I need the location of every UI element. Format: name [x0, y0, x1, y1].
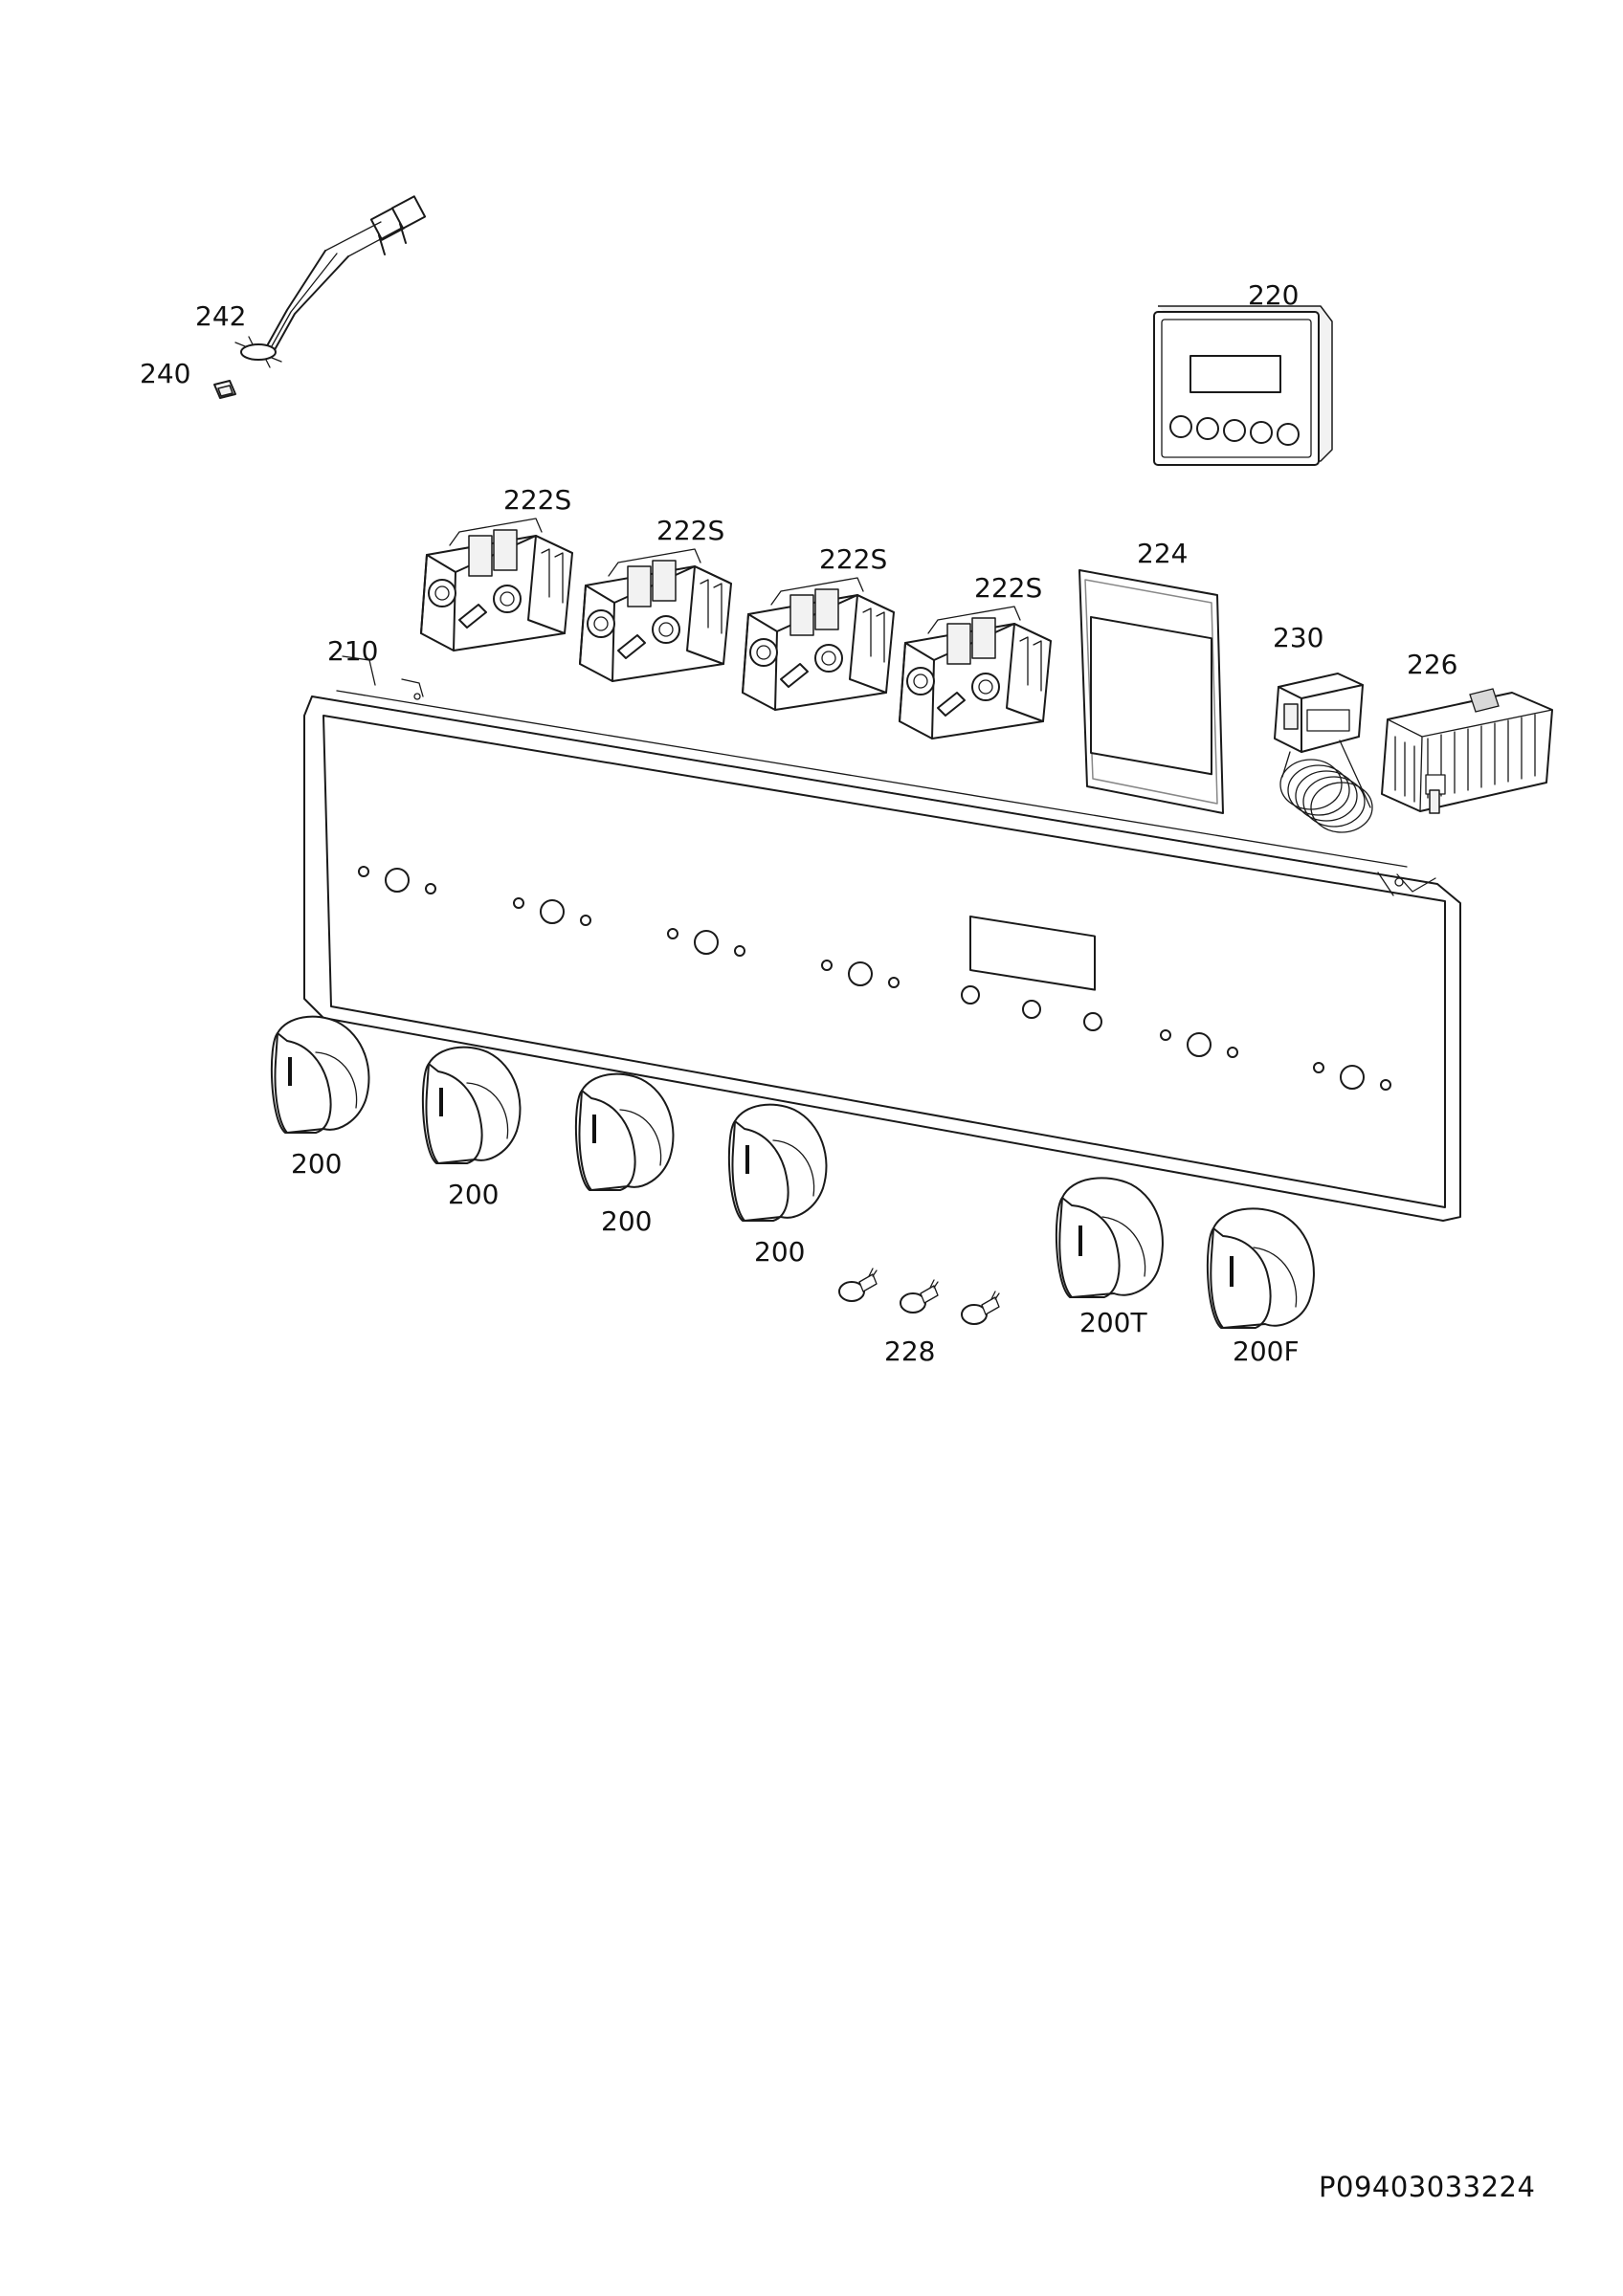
part-224-timer-frame	[1078, 569, 1224, 814]
label-200-2: 200	[448, 1179, 499, 1210]
part-210-control-panel	[303, 655, 1461, 1222]
timer-button-2	[1196, 417, 1219, 440]
label-222s-3: 222S	[819, 543, 887, 575]
part-200t-knob	[1055, 1177, 1164, 1298]
part-228-push-button-2	[900, 1279, 939, 1314]
label-226: 226	[1407, 649, 1457, 680]
label-200-4: 200	[754, 1236, 805, 1268]
timer-button-5	[1277, 423, 1300, 446]
label-200f: 200F	[1233, 1336, 1300, 1367]
part-222s-switch-1	[420, 518, 573, 651]
label-230: 230	[1273, 622, 1323, 653]
part-222s-switch-4	[899, 606, 1052, 740]
label-200-1: 200	[291, 1148, 342, 1180]
label-240: 240	[140, 358, 190, 389]
label-222s-1: 222S	[503, 484, 571, 516]
part-222s-switch-3	[742, 577, 895, 711]
label-200-3: 200	[601, 1205, 652, 1237]
timer-button-3	[1223, 419, 1246, 442]
part-200-knob-2	[421, 1046, 522, 1164]
part-226-selector-switch	[1381, 688, 1553, 814]
part-200-knob-1	[270, 1015, 370, 1134]
label-228: 228	[884, 1336, 935, 1367]
part-220-electronic-timer	[1153, 305, 1333, 466]
label-224: 224	[1137, 538, 1188, 569]
part-200-knob-4	[727, 1103, 828, 1222]
part-240-clip	[213, 380, 236, 399]
label-222s-4: 222S	[974, 572, 1042, 604]
timer-button-1	[1169, 415, 1192, 438]
timer-button-4	[1250, 421, 1273, 444]
timer-display	[1189, 355, 1281, 393]
part-228-push-button-1	[838, 1268, 878, 1302]
label-220: 220	[1248, 279, 1299, 311]
part-222s-switch-2	[579, 548, 732, 682]
part-230-thermostat	[1274, 673, 1373, 833]
panel-display-window	[969, 915, 1096, 991]
document-number: P09403033224	[1319, 2171, 1535, 2203]
harness-grommet	[240, 343, 277, 361]
switch-shaft	[458, 604, 487, 629]
part-200-knob-3	[574, 1072, 675, 1191]
label-200t: 200T	[1079, 1307, 1147, 1338]
label-242: 242	[195, 300, 246, 332]
label-210: 210	[327, 635, 378, 667]
part-228-push-button-3	[961, 1291, 1000, 1325]
part-242-wire-harness	[234, 195, 427, 368]
part-200f-knob	[1206, 1207, 1315, 1329]
label-222s-2: 222S	[656, 515, 724, 546]
